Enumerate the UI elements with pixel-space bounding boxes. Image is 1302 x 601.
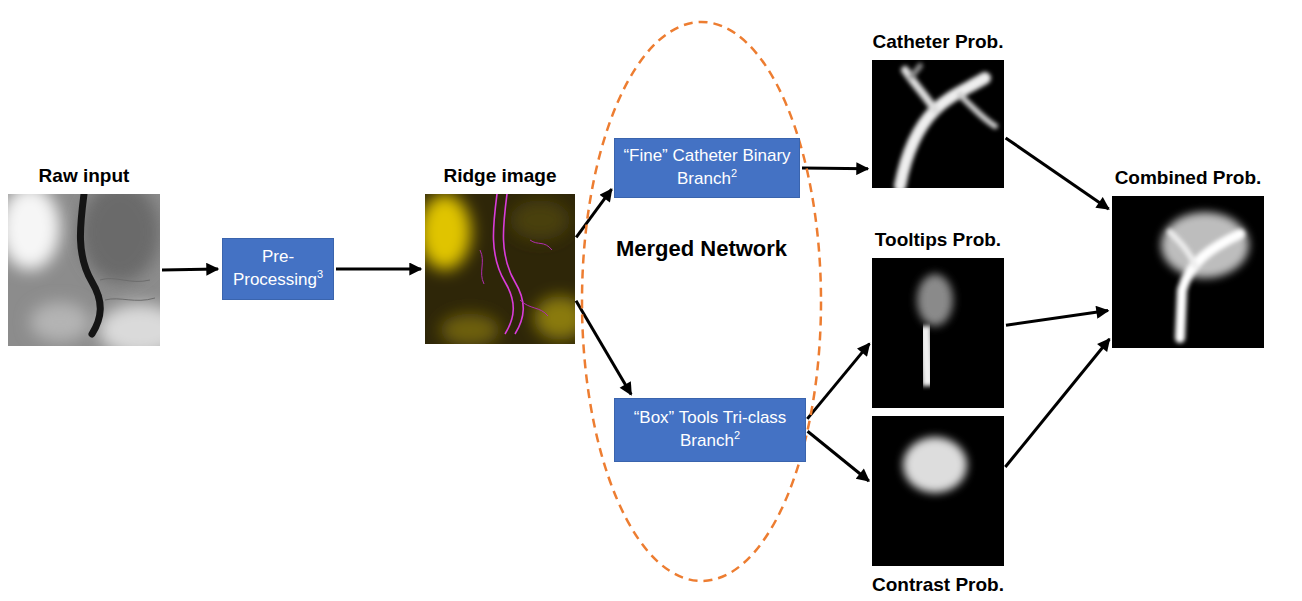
panel-heading: Raw input xyxy=(39,165,130,187)
footnote-number: 2 xyxy=(734,429,740,441)
image-panel: Tooltips Prob. xyxy=(872,258,1004,408)
footnote-number: 3 xyxy=(317,268,323,280)
panel-heading: Ridge image xyxy=(444,165,557,187)
arrow-connector xyxy=(336,268,421,271)
contrast-probability-map xyxy=(872,416,1004,566)
arrow-connector xyxy=(808,431,869,481)
box-label: Pre-Processing xyxy=(233,247,317,289)
panel-heading: Contrast Prob. xyxy=(872,574,1004,596)
combined-probability-map xyxy=(1112,196,1264,348)
panel-heading: Tooltips Prob. xyxy=(875,229,1001,251)
footnote-number: 2 xyxy=(731,167,737,179)
box-label: “Fine” Catheter Binary Branch xyxy=(623,146,790,188)
arrow-connector xyxy=(1005,339,1109,467)
arrow-connector xyxy=(162,268,218,272)
dashed-ellipse-outline xyxy=(582,22,821,581)
box-text: “Fine” Catheter Binary Branch2 xyxy=(623,145,791,191)
arrow-connector xyxy=(1006,311,1108,326)
panel-heading: Catheter Prob. xyxy=(873,31,1004,53)
image-panel: Ridge image xyxy=(425,194,575,344)
image-panel: Contrast Prob. xyxy=(872,416,1004,566)
ridge-image xyxy=(425,194,575,344)
box-text: “Box” Tools Tri-class Branch2 xyxy=(623,407,797,453)
tooltips-probability-map xyxy=(872,258,1004,408)
process-box: Pre-Processing3 xyxy=(222,238,334,300)
branch-box: “Box” Tools Tri-class Branch2 xyxy=(614,398,806,462)
arrow-connector xyxy=(802,167,868,171)
arrow-connector xyxy=(1006,138,1109,209)
dashed-ellipse xyxy=(580,20,823,583)
network-ellipse: Merged Network “Fine” Catheter Binary Bra… xyxy=(580,20,823,583)
image-panel: Raw input xyxy=(8,194,160,346)
catheter-probability-map xyxy=(872,60,1004,188)
box-text: Pre-Processing3 xyxy=(231,246,325,292)
image-panel: Catheter Prob. xyxy=(872,60,1004,188)
network-label: Merged Network xyxy=(580,232,823,265)
image-panel: Combined Prob. xyxy=(1112,196,1264,348)
panel-heading: Combined Prob. xyxy=(1115,167,1262,189)
box-label: “Box” Tools Tri-class Branch xyxy=(634,408,787,450)
raw-xray-image xyxy=(8,194,160,346)
branch-box: “Fine” Catheter Binary Branch2 xyxy=(614,138,800,198)
arrow-connector xyxy=(576,189,611,237)
